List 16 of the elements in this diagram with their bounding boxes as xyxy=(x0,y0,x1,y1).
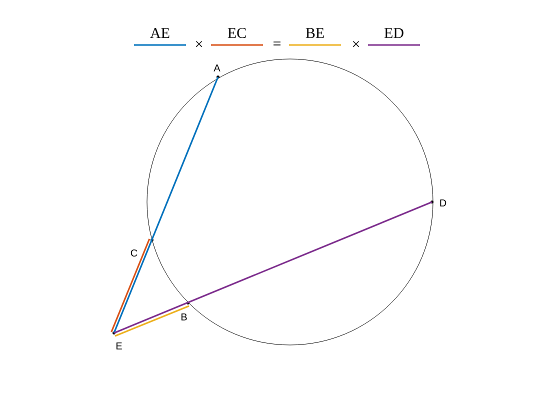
line-segment xyxy=(113,76,219,334)
line-segment xyxy=(114,201,432,334)
line-segment xyxy=(110,238,150,332)
legend-text: EC xyxy=(228,28,246,38)
point-label: C xyxy=(130,249,138,257)
operator-sign: × xyxy=(196,40,202,48)
legend-text: ED xyxy=(384,28,404,38)
operator-sign: = xyxy=(274,42,280,46)
point-label: D xyxy=(440,200,446,206)
operator-sign: × xyxy=(352,40,360,48)
point-label: B xyxy=(181,314,187,320)
point-label: E xyxy=(116,342,122,350)
line-segment xyxy=(114,305,190,337)
legend-text: AE xyxy=(150,28,170,38)
legend-text: BE xyxy=(306,28,324,38)
point-label: A xyxy=(214,64,220,72)
